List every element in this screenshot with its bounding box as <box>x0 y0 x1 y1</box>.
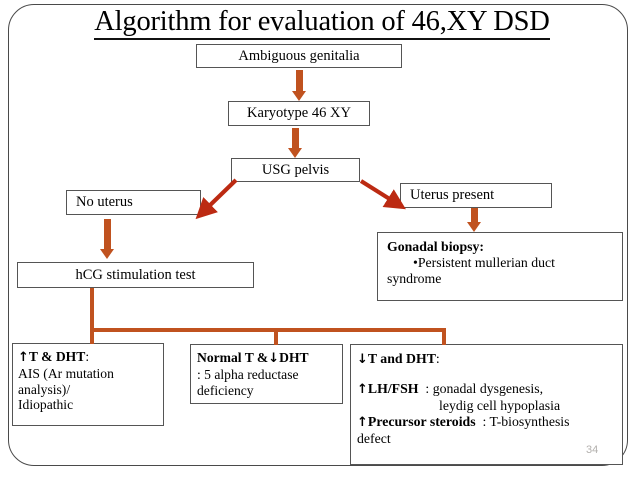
gonadal-biopsy-bullet: •Persistent mullerian duct <box>413 254 556 270</box>
up-arrow-icon: ↑ <box>18 350 29 365</box>
result-2-heading-b: DHT <box>279 350 309 365</box>
node-no-uterus-label: No uterus <box>76 194 133 211</box>
node-gonadal-biopsy: Gonadal biopsy: •Persistent mullerian du… <box>377 232 623 301</box>
result-3-row-1-value-continued: leydig cell hypoplasia <box>439 397 561 413</box>
down-arrow-icon: ↓ <box>268 351 280 366</box>
node-result-low-t-and-dht: ↓T and DHT: ↑LH/FSH : gonadal dysgenesis… <box>350 344 623 465</box>
connector-horizontal-bus <box>90 328 446 332</box>
result-3-row-1-label: LH/FSH <box>367 380 419 396</box>
result-1-line-3: Idiopathic <box>18 397 74 413</box>
connector-drop-to-result-2 <box>274 328 278 345</box>
node-result-normal-t-low-dht: Normal T &↓DHT : 5 alpha reductase defic… <box>190 344 343 404</box>
node-usg-pelvis: USG pelvis <box>231 158 360 182</box>
connector-drop-to-result-1 <box>90 328 94 344</box>
result-1-line-1: AIS (Ar mutation <box>18 365 114 381</box>
result-3-row-2-value: : T-biosynthesis <box>482 413 570 429</box>
up-arrow-icon: ↑ <box>357 381 368 397</box>
result-3-heading: T and DHT <box>367 351 436 366</box>
node-karyotype-46-xy-label: Karyotype 46 XY <box>247 105 351 122</box>
result-1-line-2: analysis)/ <box>18 381 71 397</box>
node-karyotype-46-xy: Karyotype 46 XY <box>228 101 370 126</box>
slide-frame-border <box>8 4 628 466</box>
result-1-heading: T & DHT <box>28 349 86 364</box>
connector-drop-to-result-3 <box>442 328 446 345</box>
gonadal-biopsy-bullet-continued: syndrome <box>387 270 442 286</box>
page-title-text: Algorithm for evaluation of 46,XY DSD <box>94 6 550 40</box>
up-arrow-icon: ↑ <box>357 414 368 430</box>
down-arrow-icon: ↓ <box>357 352 368 367</box>
result-1-heading-suffix: : <box>85 349 90 364</box>
node-ambiguous-genitalia-label: Ambiguous genitalia <box>238 47 360 64</box>
node-hcg-stimulation-test: hCG stimulation test <box>17 262 254 288</box>
node-hcg-stimulation-test-label: hCG stimulation test <box>75 266 196 283</box>
result-2-heading-a: Normal T & <box>197 350 269 365</box>
result-3-spacer <box>357 368 616 381</box>
result-2-line-2: deficiency <box>197 382 254 398</box>
connector-hcg-vertical <box>90 288 94 332</box>
gonadal-biopsy-heading: Gonadal biopsy: <box>387 239 484 254</box>
node-usg-pelvis-label: USG pelvis <box>261 161 330 178</box>
result-3-row-2-label: Precursor steroids <box>367 413 476 429</box>
node-uterus-present-label: Uterus present <box>410 187 495 204</box>
node-ambiguous-genitalia: Ambiguous genitalia <box>196 44 402 68</box>
page-number: 34 <box>586 444 599 456</box>
node-no-uterus: No uterus <box>66 190 201 215</box>
result-3-row-1-value: : gonadal dysgenesis, <box>425 380 544 396</box>
result-3-heading-suffix: : <box>435 351 440 366</box>
node-result-high-t-and-dht: ↑T & DHT: AIS (Ar mutation analysis)/ Id… <box>12 343 164 426</box>
page-title: Algorithm for evaluation of 46,XY DSD <box>52 6 592 40</box>
result-3-row-2-value-continued: defect <box>357 430 391 446</box>
node-uterus-present: Uterus present <box>400 183 552 208</box>
result-2-line-1: : 5 alpha reductase <box>197 366 299 382</box>
